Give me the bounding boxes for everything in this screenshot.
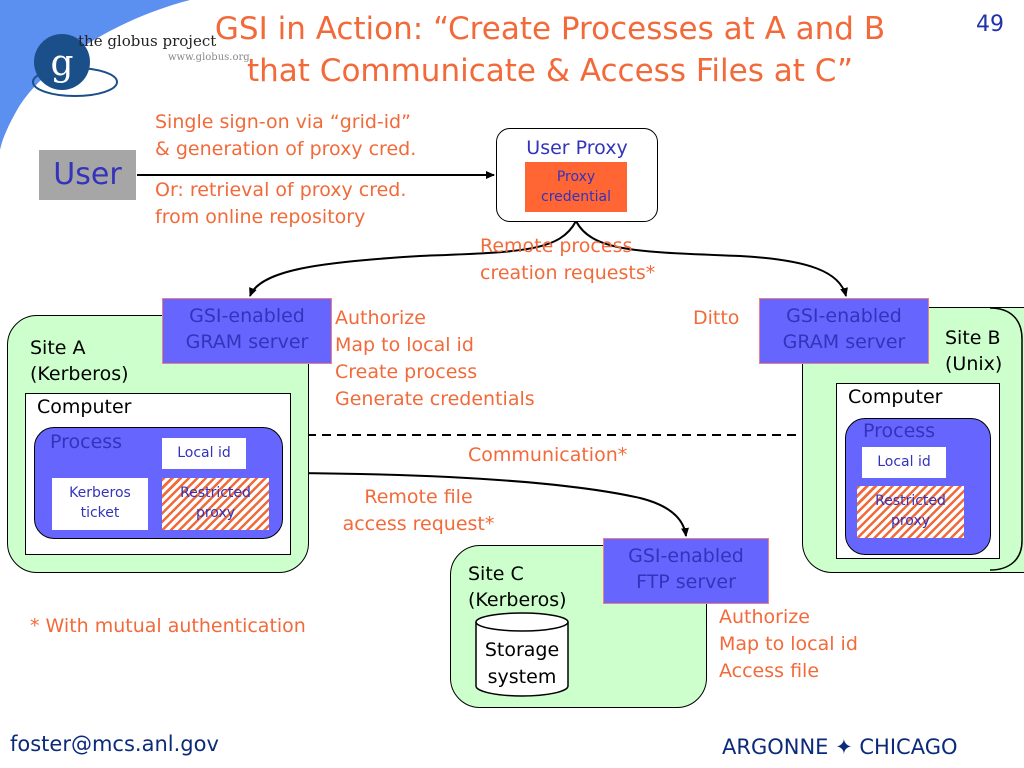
kerberos-ticket-line: Kerberos bbox=[69, 485, 131, 501]
storage-cylinder-icon bbox=[475, 612, 569, 697]
site-a-action: Map to local id bbox=[335, 334, 474, 356]
site-b-computer-label: Computer bbox=[848, 386, 943, 408]
sso-note: Single sign-on via “grid-id” & generatio… bbox=[155, 109, 416, 163]
user-node: User bbox=[39, 150, 136, 200]
site-a-action: Generate credentials bbox=[335, 388, 535, 410]
ditto-note: Ditto bbox=[693, 307, 740, 329]
site-a-label-line: (Kerberos) bbox=[30, 363, 129, 385]
footer-org: ARGONNE ✦ CHICAGO bbox=[722, 735, 958, 759]
site-b-gram-server: GSI-enabled GRAM server bbox=[759, 298, 929, 364]
site-c-label-line: Site C bbox=[468, 563, 524, 585]
site-a-computer-label: Computer bbox=[37, 396, 132, 418]
site-b-label: Site B (Unix) bbox=[945, 325, 1002, 377]
footer-email: foster@mcs.anl.gov bbox=[10, 732, 219, 756]
gram-server-line: GSI-enabled bbox=[786, 305, 902, 327]
storage-system-label: Storage system bbox=[476, 637, 568, 691]
proxy-credential-line: credential bbox=[541, 189, 611, 205]
storage-line: Storage bbox=[484, 639, 560, 661]
site-b-local-id: Local id bbox=[862, 447, 946, 478]
arrow-proxy-to-site-a-gram bbox=[249, 220, 577, 297]
site-a-gram-server: GSI-enabled GRAM server bbox=[162, 298, 332, 364]
proxy-credential: Proxy credential bbox=[525, 162, 627, 212]
ftp-server-line: GSI-enabled bbox=[628, 545, 744, 567]
kerberos-ticket-line: ticket bbox=[80, 505, 120, 521]
svg-text:g: g bbox=[50, 43, 73, 84]
gram-server-line: GSI-enabled bbox=[189, 305, 305, 327]
arrow-proxy-to-site-b-gram bbox=[575, 220, 848, 297]
site-c-action: Map to local id bbox=[719, 633, 858, 655]
remote-process-note: Remote process creation requests* bbox=[480, 233, 655, 287]
site-b-process-label: Process bbox=[863, 420, 936, 442]
site-a-process-label: Process bbox=[50, 431, 123, 453]
remote-file-note-line: Remote file bbox=[364, 486, 473, 508]
retrieval-note: Or: retrieval of proxy cred. from online… bbox=[155, 177, 406, 231]
site-c-label-line: (Kerberos) bbox=[468, 589, 567, 611]
arrow-remote-file-access bbox=[290, 472, 689, 537]
logo-url: www.globus.org bbox=[168, 52, 250, 63]
retrieval-note-line: Or: retrieval of proxy cred. bbox=[155, 179, 407, 201]
user-proxy-title: User Proxy bbox=[526, 137, 628, 159]
globus-logo-icon: g bbox=[32, 34, 118, 97]
footnote: * With mutual authentication bbox=[30, 615, 306, 637]
site-a-restricted-proxy: Restricted proxy bbox=[162, 478, 269, 530]
gram-server-line: GRAM server bbox=[185, 331, 309, 353]
site-c-label: Site C (Kerberos) bbox=[468, 561, 567, 613]
site-a-action: Authorize bbox=[335, 307, 426, 329]
ftp-server-line: FTP server bbox=[636, 571, 736, 593]
site-a-label: Site A (Kerberos) bbox=[30, 335, 129, 387]
gram-server-line: GRAM server bbox=[782, 331, 906, 353]
site-a-action: Create process bbox=[335, 361, 478, 383]
title-line-2: that Communicate & Access Files at C” bbox=[246, 53, 853, 89]
communication-note: Communication* bbox=[468, 444, 628, 466]
slide-title: GSI in Action: “Create Processes at A an… bbox=[120, 8, 980, 92]
title-line-1: GSI in Action: “Create Processes at A an… bbox=[214, 11, 886, 47]
restricted-proxy-line: proxy bbox=[890, 513, 931, 529]
site-a-local-id: Local id bbox=[162, 438, 246, 469]
proxy-credential-line: Proxy bbox=[556, 169, 596, 185]
site-a-kerberos-ticket: Kerberos ticket bbox=[52, 478, 148, 530]
site-c-action: Access file bbox=[719, 660, 820, 682]
storage-line: system bbox=[487, 666, 557, 688]
site-c-actions: Authorize Map to local id Access file bbox=[719, 604, 858, 685]
site-a-actions: Authorize Map to local id Create process… bbox=[335, 305, 535, 413]
logo-name: the globus project bbox=[78, 32, 217, 50]
restricted-proxy-line: proxy bbox=[195, 505, 236, 521]
remote-file-note-line: access request* bbox=[342, 513, 495, 535]
user-proxy-node: User Proxy Proxy credential bbox=[496, 128, 658, 222]
restricted-proxy-line: Restricted bbox=[180, 485, 251, 501]
site-b-label-line: Site B bbox=[945, 327, 1001, 349]
site-b-restricted-proxy: Restricted proxy bbox=[857, 486, 964, 538]
site-b-label-line: (Unix) bbox=[945, 353, 1003, 375]
site-a-label-line: Site A bbox=[30, 337, 86, 359]
restricted-proxy-line: Restricted bbox=[875, 493, 946, 509]
blue-swoosh-decoration bbox=[0, 0, 190, 150]
remote-process-note-line: Remote process bbox=[480, 235, 633, 257]
site-c-action: Authorize bbox=[719, 606, 810, 628]
retrieval-note-line: from online repository bbox=[155, 206, 366, 228]
page-number: 49 bbox=[976, 12, 1004, 37]
site-c-ftp-server: GSI-enabled FTP server bbox=[603, 538, 769, 604]
remote-process-note-line: creation requests* bbox=[480, 262, 656, 284]
sso-note-line: Single sign-on via “grid-id” bbox=[155, 111, 411, 133]
remote-file-note: Remote file access request* bbox=[327, 484, 510, 538]
sso-note-line: & generation of proxy cred. bbox=[155, 138, 417, 160]
